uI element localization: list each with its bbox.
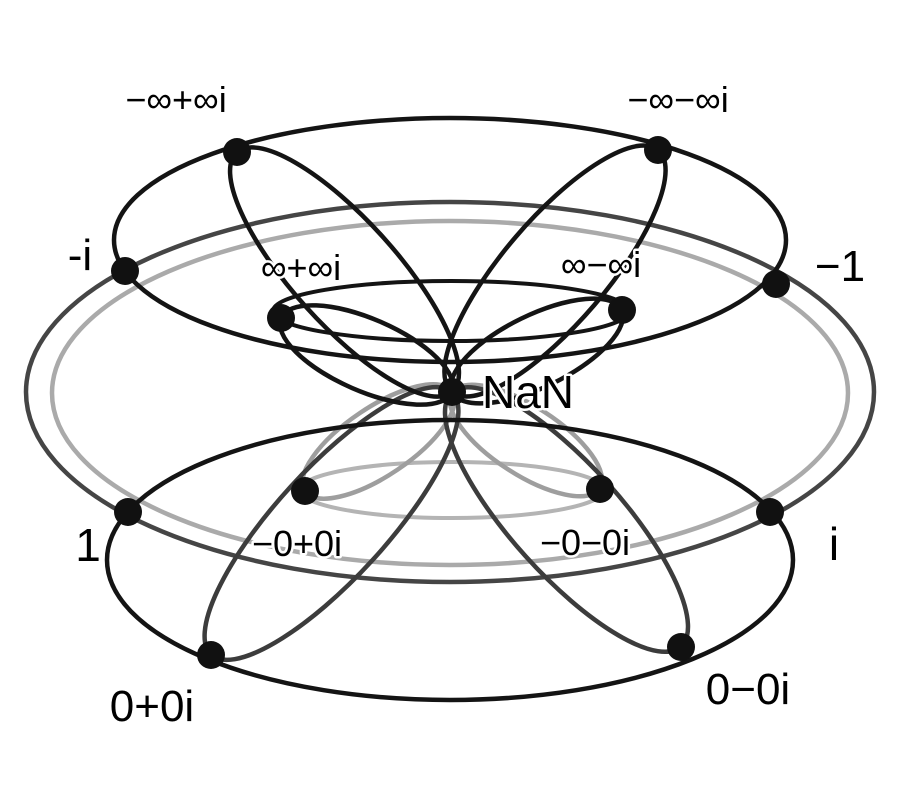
node-label-nan: NaN xyxy=(482,366,574,418)
node-dot-inf-minus-inf-i xyxy=(608,296,636,324)
curve-ring-infinities xyxy=(271,279,631,343)
node-dot-nan xyxy=(438,378,466,406)
node-dot-neg-inf-plus-inf-i xyxy=(223,138,251,166)
node-label-inf-plus-inf-i: ∞+∞i xyxy=(261,247,341,288)
node-dot-neg0-minus-0i xyxy=(586,475,614,503)
node-label-inf-minus-inf-i: ∞−∞i xyxy=(561,244,641,285)
curve-outer-ring-gray xyxy=(23,199,877,585)
node-label-i: i xyxy=(829,518,839,570)
node-label-neg0-minus-0i: −0−0i xyxy=(540,522,630,563)
node-label-pos0-minus-0i: 0−0i xyxy=(706,665,790,714)
curve-outer-ring-light xyxy=(49,218,851,568)
node-dot-neg-one xyxy=(762,270,790,298)
curve-bottom-ring xyxy=(104,417,796,703)
node-dot-pos0-plus-0i xyxy=(197,641,225,669)
node-label-neg-one: −1 xyxy=(815,242,865,291)
curve-ring-neg-zeros xyxy=(298,460,606,520)
node-dot-i xyxy=(756,498,784,526)
node-label-pos0-plus-0i: 0+0i xyxy=(110,682,194,731)
node-dot-inf-plus-inf-i xyxy=(267,304,295,332)
node-label-neg0-plus-0i: −0+0i xyxy=(252,523,342,564)
node-dot-one xyxy=(114,498,142,526)
node-dot-neg0-plus-0i xyxy=(291,477,319,505)
node-dot-pos0-minus-0i xyxy=(667,633,695,661)
node-label-neg-i: -i xyxy=(68,231,92,280)
curve-top-ring xyxy=(111,115,789,365)
node-label-neg-inf-minus-inf-i: −∞−∞i xyxy=(627,79,728,120)
node-dot-neg-inf-minus-inf-i xyxy=(644,136,672,164)
node-label-one: 1 xyxy=(75,519,101,571)
node-label-neg-inf-plus-inf-i: −∞+∞i xyxy=(125,79,226,120)
node-dot-neg-i xyxy=(111,257,139,285)
